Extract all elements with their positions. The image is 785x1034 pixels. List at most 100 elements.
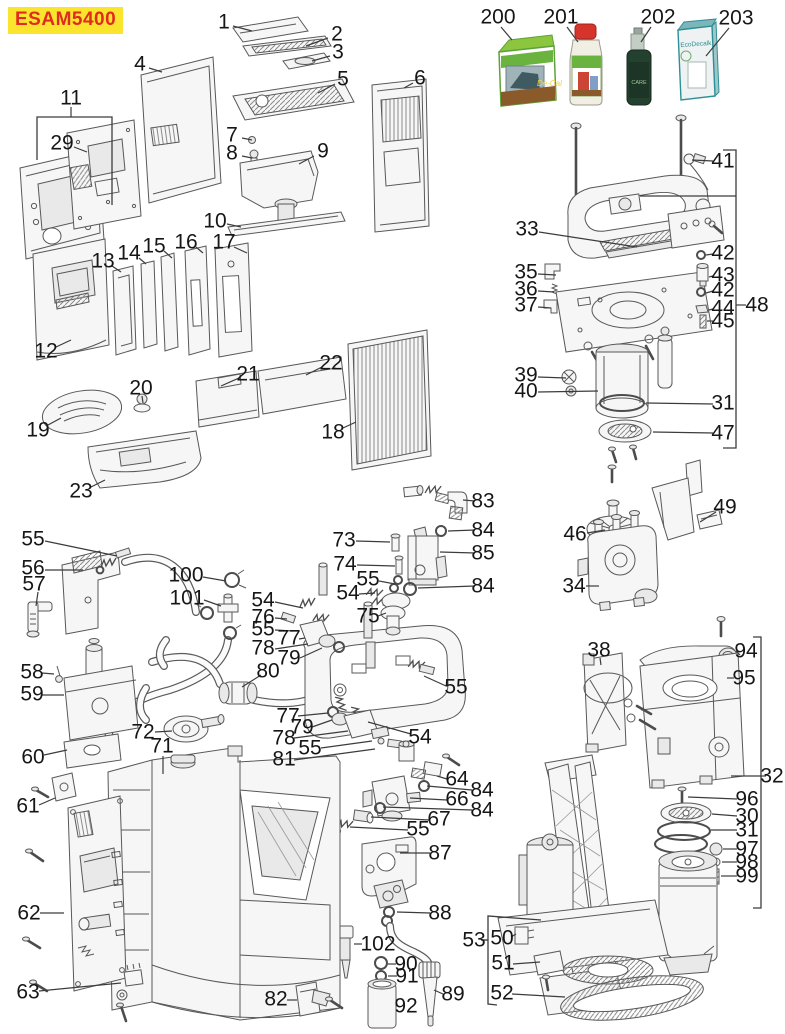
part-label-3: 3 xyxy=(332,41,344,64)
part-71-main-body xyxy=(107,745,341,1021)
part-label-77: 77 xyxy=(276,705,299,728)
part-label-78: 78 xyxy=(251,637,274,660)
part-34-valve-block xyxy=(577,510,659,612)
part-6-rear-panel xyxy=(371,78,430,233)
part-62-power-pcb xyxy=(22,795,127,993)
leader-line-2 xyxy=(305,37,329,47)
leader-line-50 xyxy=(510,933,517,938)
leader-line-6 xyxy=(403,82,414,89)
part-label-35: 35 xyxy=(514,261,537,284)
part-1-top-lid xyxy=(232,16,309,43)
part-label-75: 75 xyxy=(356,605,379,628)
part-20-knob xyxy=(133,393,151,413)
part-label-87: 87 xyxy=(428,842,451,865)
leader-line-9 xyxy=(298,155,315,165)
part-label-13: 13 xyxy=(91,250,114,273)
leader-line-36 xyxy=(537,290,555,293)
leader-line-77 xyxy=(297,712,329,717)
part-label-67: 67 xyxy=(427,808,450,831)
part-83-elbow xyxy=(403,483,468,521)
part-label-201: 201 xyxy=(543,6,578,29)
part-label-44: 44 xyxy=(711,297,735,320)
part-label-19: 19 xyxy=(26,419,49,442)
leader-line-42 xyxy=(705,253,714,256)
leader-line-75 xyxy=(377,612,387,617)
leader-line-33 xyxy=(538,231,638,248)
leader-line-30 xyxy=(711,813,738,817)
part-37-bracket xyxy=(543,299,558,314)
part-label-102: 102 xyxy=(360,933,395,956)
leader-line-18 xyxy=(342,421,357,429)
part-label-72: 72 xyxy=(131,721,154,744)
leader-line-60 xyxy=(43,749,68,756)
part-label-83: 83 xyxy=(471,490,494,513)
leader-line-13 xyxy=(111,265,122,273)
part-2-grille xyxy=(242,35,332,57)
leader-line-76 xyxy=(274,617,288,620)
part-64-66-valve xyxy=(362,740,461,822)
part-label-55: 55 xyxy=(21,528,44,551)
part-84-oring-d xyxy=(374,802,386,814)
part-61-bracket xyxy=(31,772,77,802)
leader-line-46 xyxy=(586,529,606,534)
leader-line-54 xyxy=(358,592,376,595)
part-31-oring-top xyxy=(599,394,645,412)
part-label-18: 18 xyxy=(321,421,344,444)
part-label-32: 32 xyxy=(760,765,783,788)
leader-line-20 xyxy=(141,395,144,404)
part-label-40: 40 xyxy=(514,380,537,403)
part-label-82: 82 xyxy=(264,988,287,1011)
parts-42-45-small-fittings xyxy=(695,250,709,329)
part-gear-housing xyxy=(623,652,745,789)
part-drive-motor xyxy=(518,833,574,918)
part-label-84: 84 xyxy=(471,575,495,598)
leader-line-35 xyxy=(537,273,557,276)
leader-line-5 xyxy=(317,83,336,94)
part-label-73: 73 xyxy=(332,529,355,552)
leader-line-37 xyxy=(537,306,552,309)
part-label-53: 53 xyxy=(462,929,485,952)
part-51-plate xyxy=(533,950,565,992)
leader-line-78 xyxy=(293,730,349,739)
leader-line-14 xyxy=(138,257,147,265)
leader-line-19 xyxy=(47,417,62,426)
part-16-panel xyxy=(184,245,211,356)
part-label-58: 58 xyxy=(20,661,43,684)
leader-line-84 xyxy=(426,785,473,791)
part-label-4: 4 xyxy=(134,53,146,76)
part-label-36: 36 xyxy=(514,278,537,301)
part-label-64: 64 xyxy=(445,768,469,791)
part-72-heat-exchanger xyxy=(163,714,225,743)
part-4-side-panel xyxy=(140,56,222,204)
part-label-84: 84 xyxy=(470,799,494,822)
leader-line-38 xyxy=(599,657,602,666)
part-label-42: 42 xyxy=(711,279,734,302)
part-label-37: 37 xyxy=(514,294,537,317)
leader-line-31 xyxy=(645,402,714,405)
part-85-solenoid xyxy=(407,526,448,586)
part-label-84: 84 xyxy=(471,519,495,542)
leader-line-101 xyxy=(203,599,222,607)
leader-line-92 xyxy=(395,1003,398,1007)
part-78-valve-bottom xyxy=(327,706,402,749)
part-label-21: 21 xyxy=(236,363,259,386)
part-label-55: 55 xyxy=(298,737,321,760)
part-label-84: 84 xyxy=(470,779,494,802)
part-label-15: 15 xyxy=(142,235,165,258)
product-200-descaler-box: De-Cal xyxy=(497,34,562,107)
leader-line-21 xyxy=(220,377,240,387)
part-boiler-block xyxy=(299,562,466,739)
part-label-49: 49 xyxy=(713,496,736,519)
part-label-95: 95 xyxy=(732,667,755,690)
part-label-55: 55 xyxy=(406,818,429,841)
leader-line-81 xyxy=(293,748,376,761)
part-89-steam-wand xyxy=(386,922,441,1027)
part-label-59: 59 xyxy=(20,683,43,706)
leader-line-54 xyxy=(274,601,304,609)
leader-line-55 xyxy=(349,826,409,831)
part-74-pin xyxy=(394,555,404,575)
part-label-16: 16 xyxy=(174,231,197,254)
part-38-frame xyxy=(582,652,633,753)
